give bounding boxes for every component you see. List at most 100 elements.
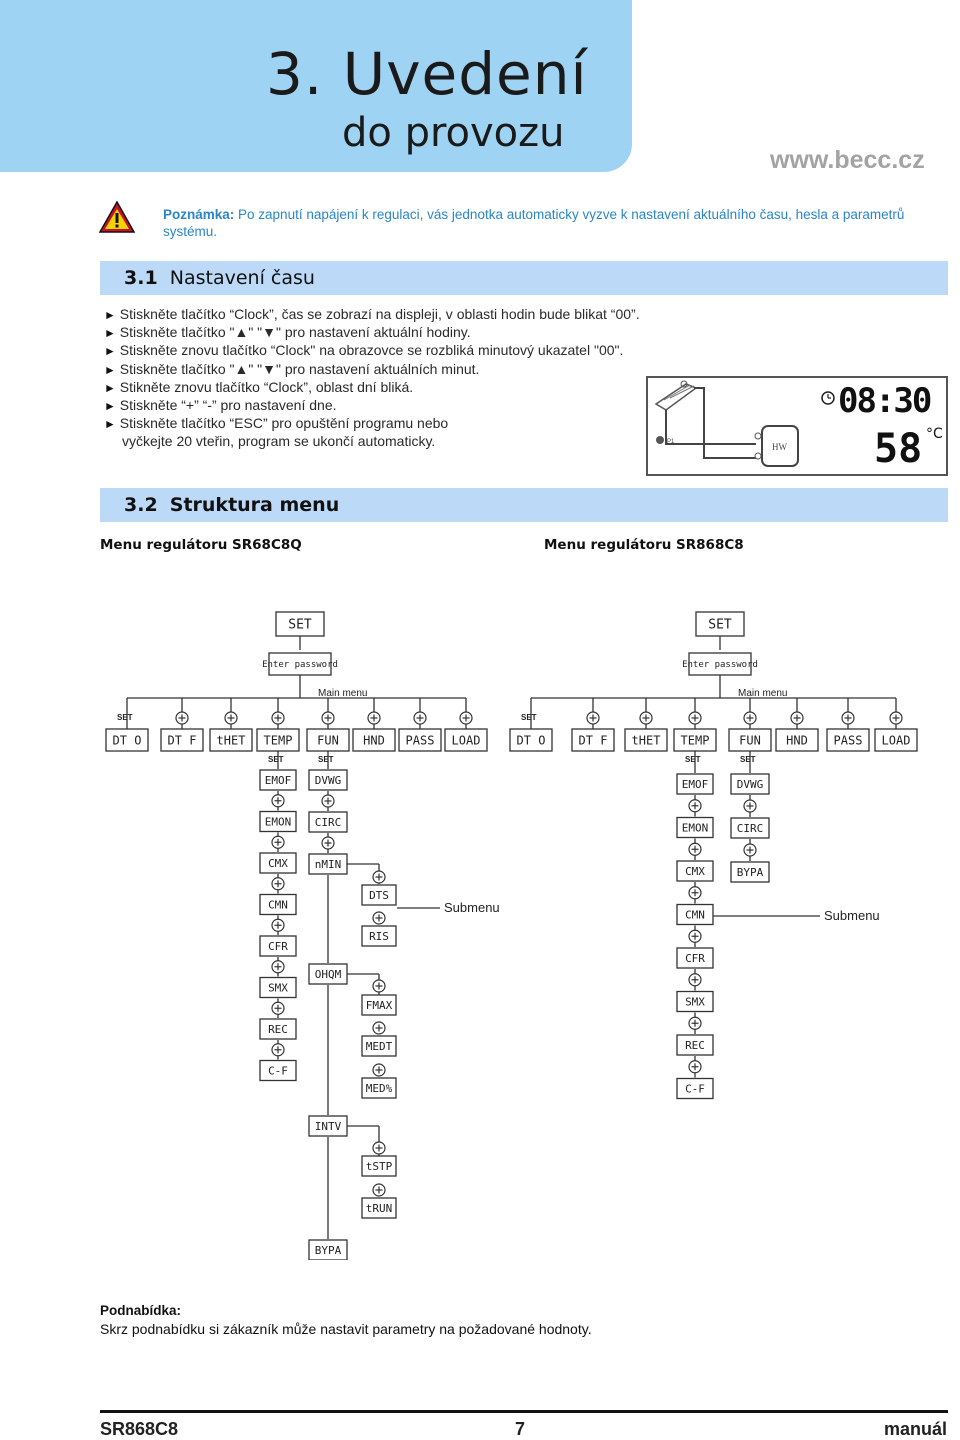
steps-list: ► Stiskněte tlačítko “Clock”, čas se zob…: [104, 306, 644, 451]
fun-sub-0-label: DVWG: [315, 774, 342, 787]
main-item-5-box: [775, 728, 819, 752]
temp-sub-5-box: [676, 990, 714, 1013]
temp-sub-6-box: [676, 1034, 714, 1056]
warning-icon: [98, 200, 136, 233]
main-item-5-label: HND: [786, 733, 808, 747]
temp-sub-5-label: SMX: [685, 995, 705, 1008]
temp-sub-6-label: REC: [685, 1039, 705, 1052]
section-3-1-number: 3.1: [124, 267, 158, 289]
temp-sub-6-box: [259, 1018, 297, 1040]
temp-sub-7-box: [676, 1077, 714, 1100]
intv-sub-1-label: tRUN: [366, 1202, 393, 1215]
main-item-2-label: tHET: [217, 733, 246, 747]
list-item: ► Stiskněte znovu tlačítko “Clock" na ob…: [104, 342, 624, 359]
main-item-6-label: PASS: [406, 733, 435, 747]
main-item-4-label: FUN: [317, 733, 339, 747]
set-button-box: [695, 611, 745, 637]
ohqm-sub-1-label: MEDT: [366, 1040, 393, 1053]
bullet-arrow-icon: ►: [104, 417, 116, 432]
note-text: Poznámka: Po zapnutí napájení k regulaci…: [163, 206, 923, 240]
set-button-label: SET: [708, 618, 732, 633]
temp-sub-2-box: [259, 852, 297, 874]
set-button-label: SET: [288, 618, 312, 633]
main-item-3-label: TEMP: [264, 733, 293, 747]
temp-sub-4-box: [676, 947, 714, 969]
ohqm-sub-2-label: MED%: [366, 1082, 393, 1095]
set-tag: SET: [521, 713, 537, 722]
temp-sub-0-label: EMOF: [682, 778, 709, 791]
fun-sub-3-label: OHQM: [315, 968, 342, 981]
lcd-temp-unit: °C: [926, 426, 943, 442]
submenu-label-left: Submenu: [444, 900, 500, 915]
set-tag: SET: [318, 755, 334, 764]
temp-sub-4-label: CFR: [685, 952, 705, 965]
website-link[interactable]: www.becc.cz: [770, 146, 925, 174]
temp-sub-0-box: [676, 773, 714, 795]
nmin-sub-1-label: RIS: [369, 930, 389, 943]
header-panel: [0, 0, 632, 172]
submenu-note-title: Podnabídka:: [100, 1303, 182, 1318]
temp-sub-3-label: CMN: [685, 908, 705, 921]
main-item-1-label: DT F: [168, 733, 197, 747]
page-subtitle: do provozu: [342, 110, 565, 156]
temp-sub-0-box: [259, 769, 297, 791]
lcd-time: 08:30: [838, 381, 931, 421]
footer-page-number: 7: [515, 1419, 526, 1439]
lcd-temperature: 58: [874, 426, 922, 472]
main-item-7-label: LOAD: [882, 733, 911, 747]
bullet-arrow-icon: ►: [104, 362, 116, 377]
bullet-arrow-icon: ►: [104, 326, 116, 341]
bullet-arrow-icon: ►: [104, 344, 116, 359]
fun-sub-1-label: CIRC: [737, 822, 764, 835]
footer-divider: [100, 1410, 948, 1413]
tank-label: HW: [772, 442, 787, 452]
temp-sub-6-label: REC: [268, 1023, 288, 1036]
intv-sub-1-box: [361, 1197, 397, 1219]
submenu-label-right: Submenu: [824, 908, 880, 923]
main-item-6-box: [826, 728, 870, 752]
main-item-2-box: [624, 728, 668, 752]
bullet-arrow-icon: ►: [104, 308, 116, 322]
main-menu-label: Main menu: [738, 688, 787, 699]
bullet-arrow-icon: ►: [104, 380, 116, 395]
main-item-3-label: TEMP: [681, 733, 710, 747]
temp-sub-2-label: CMX: [268, 857, 288, 870]
fun-sub-1-box: [308, 811, 348, 833]
temp-sub-5-box: [259, 976, 297, 999]
main-item-1-box: [160, 728, 204, 752]
note-label: Poznámka:: [163, 207, 235, 222]
set-tag: SET: [117, 713, 133, 722]
intv-sub-0-label: tSTP: [366, 1160, 393, 1173]
main-item-6-label: PASS: [834, 733, 863, 747]
main-item-6-box: [398, 728, 442, 752]
section-3-2-title: Struktura menu: [169, 494, 340, 516]
temp-sub-3-box: [259, 893, 297, 916]
temp-sub-3-box: [676, 903, 714, 926]
main-item-7-box: [444, 728, 488, 752]
temp-sub-7-box: [259, 1059, 297, 1082]
temp-sub-1-box: [259, 810, 297, 833]
section-3-1-title: Nastavení času: [169, 267, 315, 289]
set-tag: SET: [268, 755, 284, 764]
clock-icon: [821, 391, 835, 405]
ohqm-sub-2-box: [361, 1077, 397, 1099]
set-tag: SET: [740, 755, 756, 764]
footer-doc-label: manuál: [884, 1419, 948, 1439]
temp-sub-3-label: CMN: [268, 898, 288, 911]
temp-sub-1-box: [676, 816, 714, 839]
submenu-note-text: Skrz podnabídku si zákazník může nastavi…: [100, 1321, 592, 1337]
temp-sub-4-box: [259, 935, 297, 957]
temp-sub-7-label: C-F: [685, 1082, 705, 1095]
fun-sub-5-label: BYPA: [315, 1244, 342, 1257]
temp-sub-7-label: C-F: [268, 1064, 288, 1077]
pump-icon: [656, 436, 664, 444]
temp-sub-1-label: EMON: [265, 815, 292, 828]
main-item-5-box: [352, 728, 396, 752]
list-item: ► Stikněte znovu tlačítko “Clock”, oblas…: [104, 378, 414, 395]
fun-sub-5-box: [308, 1239, 348, 1260]
ohqm-sub-1-box: [361, 1035, 397, 1057]
fun-sub-2-box: [730, 861, 770, 883]
main-item-7-box: [874, 728, 918, 752]
main-item-2-label: tHET: [632, 733, 661, 747]
